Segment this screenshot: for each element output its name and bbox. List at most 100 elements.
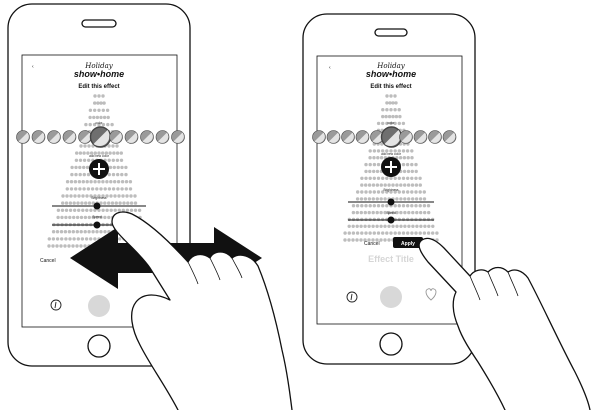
- tree-light-dot: [76, 230, 79, 233]
- tree-light-dot: [76, 216, 79, 219]
- tree-light-dot: [352, 211, 355, 214]
- tree-light-dot: [126, 201, 129, 204]
- tree-light-dot: [118, 237, 121, 240]
- tree-light-dot: [111, 144, 114, 147]
- tree-light-dot: [82, 180, 85, 183]
- tree-light-dot: [84, 230, 87, 233]
- tree-light-dot: [373, 177, 376, 180]
- tree-light-dot: [120, 173, 123, 176]
- tree-light-dot: [393, 108, 396, 111]
- cancel-button[interactable]: Cancel: [364, 241, 380, 247]
- tree-light-dot: [89, 237, 92, 240]
- tree-light-dot: [383, 238, 386, 241]
- cancel-button[interactable]: Cancel: [40, 258, 56, 264]
- tree-light-dot: [385, 108, 388, 111]
- tree-light-dot: [71, 244, 74, 247]
- tree-light-dot: [93, 180, 96, 183]
- tree-light-dot: [414, 190, 417, 193]
- brightness-slider-thumb[interactable]: [94, 203, 101, 210]
- tree-light-dot: [108, 173, 111, 176]
- back-icon[interactable]: ‹: [32, 64, 34, 70]
- tree-light-dot: [372, 197, 375, 200]
- tree-light-dot: [102, 101, 105, 104]
- tree-light-dot: [356, 225, 359, 228]
- tree-light-dot: [369, 177, 372, 180]
- tree-light-dot: [380, 183, 383, 186]
- tree-light-dot: [415, 183, 418, 186]
- color-swatch-row[interactable]: [17, 127, 185, 147]
- tree-light-dot: [85, 194, 88, 197]
- tree-light-dot: [360, 218, 363, 221]
- tree-light-dot: [364, 211, 367, 214]
- tree-light-dot: [367, 225, 370, 228]
- tree-light-dot: [414, 231, 417, 234]
- tree-light-dot: [121, 180, 124, 183]
- tree-light-dot: [87, 173, 90, 176]
- tree-light-dot: [407, 225, 410, 228]
- tree-light-dot: [110, 123, 113, 126]
- home-button[interactable]: [380, 333, 402, 355]
- tree-light-dot: [72, 230, 75, 233]
- back-icon[interactable]: ‹: [329, 65, 331, 71]
- tree-light-dot: [372, 156, 375, 159]
- tree-light-dot: [116, 151, 119, 154]
- tree-light-dot: [82, 151, 85, 154]
- tree-light-dot: [81, 209, 84, 212]
- tree-light-dot: [356, 190, 359, 193]
- tree-light-dot: [419, 218, 422, 221]
- tree-light-dot: [368, 231, 371, 234]
- tree-light-dot: [108, 159, 111, 162]
- tree-light-dot: [431, 231, 434, 234]
- tree-light-dot: [89, 209, 92, 212]
- center-button[interactable]: [380, 286, 402, 308]
- tree-light-dot: [406, 190, 409, 193]
- speaker: [82, 20, 116, 27]
- tree-light-dot: [99, 230, 102, 233]
- tree-light-dot: [57, 209, 60, 212]
- tree-light-dot: [77, 237, 80, 240]
- tree-light-dot: [109, 180, 112, 183]
- info-icon[interactable]: [347, 292, 357, 302]
- tree-light-dot: [105, 180, 108, 183]
- tree-light-dot: [112, 151, 115, 154]
- info-icon[interactable]: [51, 300, 61, 310]
- tree-light-dot: [373, 163, 376, 166]
- tree-light-dot: [364, 183, 367, 186]
- center-button[interactable]: [88, 295, 110, 317]
- speed-slider-thumb[interactable]: [94, 222, 101, 229]
- tree-light-dot: [372, 183, 375, 186]
- tree-light-dot: [385, 94, 388, 97]
- tree-light-dot: [364, 190, 367, 193]
- tree-light-dot: [376, 211, 379, 214]
- tree-light-dot: [423, 197, 426, 200]
- tree-light-dot: [86, 180, 89, 183]
- tree-light-dot: [402, 177, 405, 180]
- color-label: color: [388, 121, 396, 125]
- tree-light-dot: [91, 230, 94, 233]
- tree-light-dot: [129, 180, 132, 183]
- tree-light-dot: [369, 190, 372, 193]
- tree-light-dot: [376, 183, 379, 186]
- tree-light-dot: [368, 211, 371, 214]
- tree-light-dot: [372, 211, 375, 214]
- tree-light-dot: [352, 218, 355, 221]
- brightness-slider-thumb[interactable]: [388, 199, 395, 206]
- tree-light-dot: [403, 225, 406, 228]
- tree-light-dot: [92, 116, 95, 119]
- tree-light-dot: [364, 204, 367, 207]
- tree-light-dot: [55, 244, 58, 247]
- tree-light-dot: [56, 216, 59, 219]
- tree-light-dot: [406, 149, 409, 152]
- tree-light-dot: [395, 115, 398, 118]
- color-swatch-row[interactable]: [313, 127, 457, 147]
- effect-title: Effect Title: [368, 254, 414, 264]
- tree-light-dot: [410, 163, 413, 166]
- tree-light-dot: [391, 225, 394, 228]
- tree-light-dot: [89, 123, 92, 126]
- home-button[interactable]: [88, 335, 110, 357]
- tree-light-dot: [77, 194, 80, 197]
- tree-light-dot: [407, 156, 410, 159]
- speed-slider-thumb[interactable]: [388, 217, 395, 224]
- heart-icon[interactable]: [426, 289, 436, 300]
- tree-light-dot: [368, 170, 371, 173]
